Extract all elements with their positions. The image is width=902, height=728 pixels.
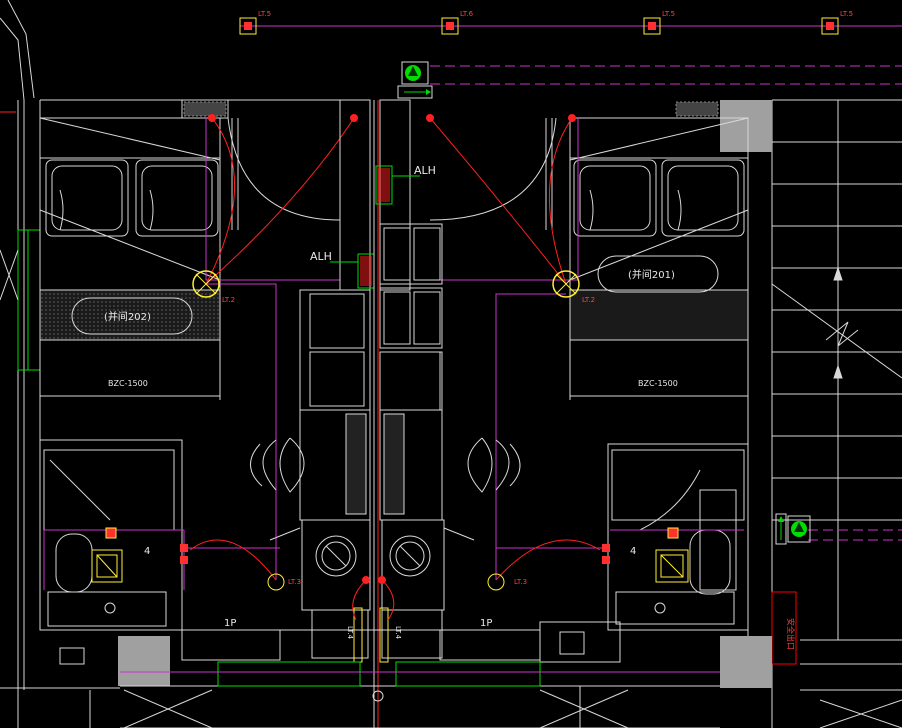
corridor-right-tag: 1P <box>480 618 492 629</box>
emergency-fixture-top <box>397 61 433 99</box>
top-fixture-3: LT.5 <box>643 10 675 35</box>
right-outer-walls <box>747 99 902 728</box>
top-fixture-1-label: LT.5 <box>258 10 271 18</box>
right-room <box>429 117 749 400</box>
bath-right-tag: 4 <box>630 546 636 557</box>
left-room <box>39 117 341 400</box>
bed-right-model: BZC-1500 <box>638 379 678 388</box>
structural-columns <box>118 99 772 688</box>
top-fixture-2: LT.6 <box>441 10 474 35</box>
corridor-left-tag: 1P <box>224 618 236 629</box>
left-ceiling-lamp: LT.2 <box>192 270 235 304</box>
entry-left-circuit: LT.4 <box>346 626 354 640</box>
exit-sign-text: 安全出口 <box>786 618 796 650</box>
alh-label-left: ALH <box>310 250 332 263</box>
top-fixture-4: LT.5 <box>821 10 853 35</box>
top-fixture-1: LT.5 <box>239 10 271 35</box>
right-chair <box>467 437 521 493</box>
entry-switches: LT.4 LT.4 <box>346 576 402 663</box>
top-fixture-4-label: LT.5 <box>840 10 853 18</box>
central-closets <box>269 99 475 659</box>
bed-left-model: BZC-1500 <box>108 379 148 388</box>
top-fixture-3-label: LT.5 <box>662 10 675 18</box>
emergency-fixture-right <box>775 513 811 545</box>
lamp-left-circuit: LT.2 <box>222 296 235 304</box>
left-circuit-wiring <box>43 118 340 590</box>
corridor-green-lines <box>217 661 541 687</box>
alh-label-right: ALH <box>414 164 436 177</box>
bath-right-circuit: LT.3 <box>514 578 527 586</box>
right-red-cables <box>429 117 601 581</box>
lamp-right-circuit: LT.2 <box>582 296 595 304</box>
bath-left-circuit: LT.3 <box>288 578 301 586</box>
room-right-name: (并间201) <box>628 268 675 281</box>
left-chair <box>250 437 305 493</box>
right-ceiling-lamp: LT.2 <box>552 270 595 304</box>
top-fixture-2-label: LT.6 <box>460 10 474 18</box>
exit-panel: 安全出口 <box>771 591 797 665</box>
entry-right-circuit: LT.4 <box>394 626 402 640</box>
room-left-name: (并间202) <box>104 310 151 323</box>
bath-left-tag: 4 <box>144 546 150 557</box>
